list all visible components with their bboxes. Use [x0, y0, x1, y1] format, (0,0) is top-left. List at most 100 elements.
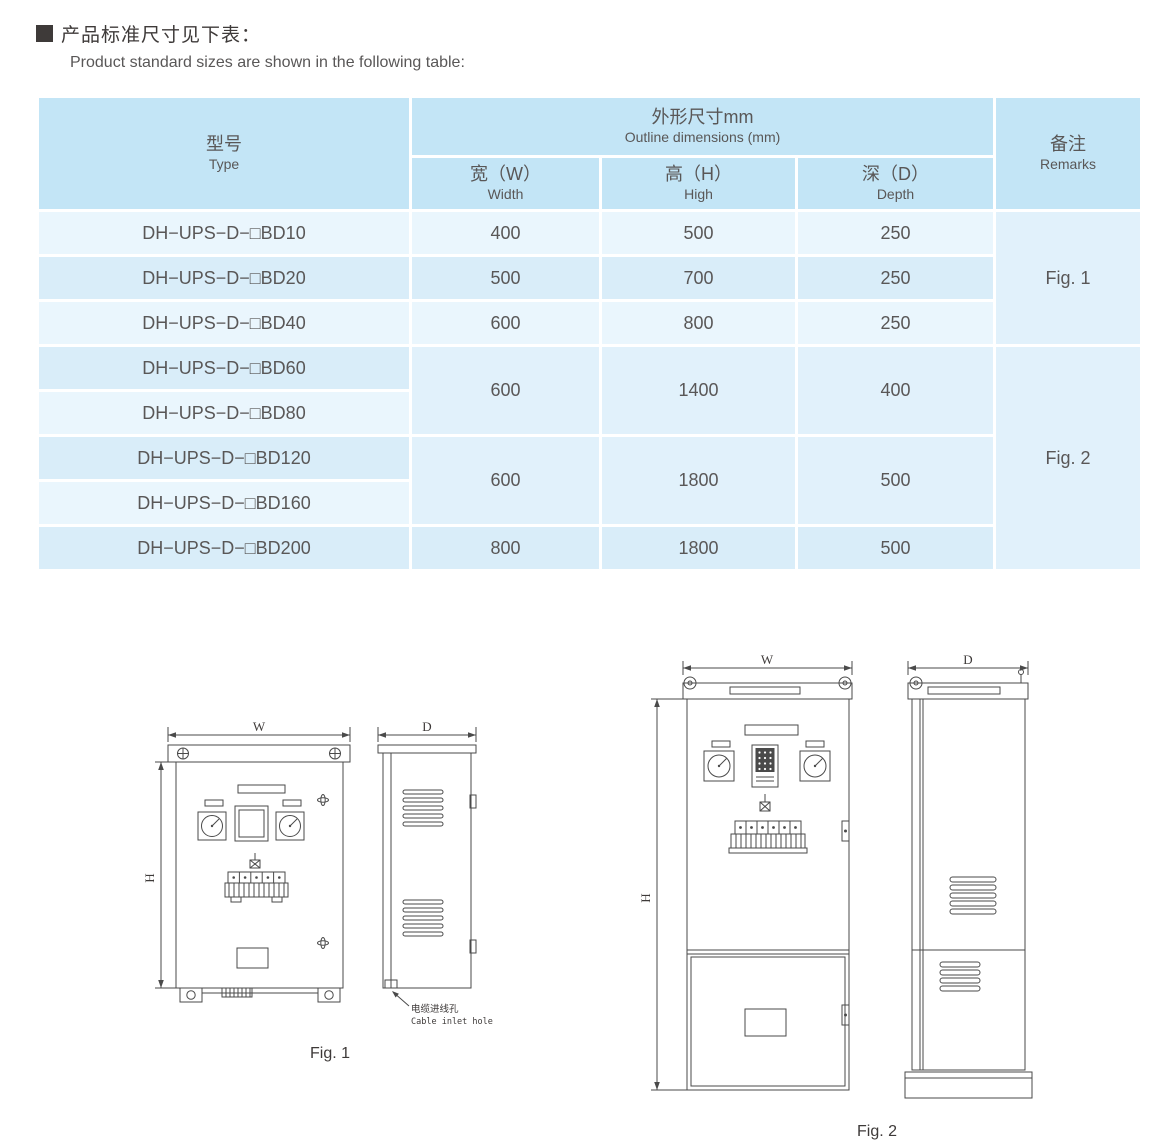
table-row: DH−UPS−D−□BD200 800 1800 500 [36, 524, 1142, 572]
fig1-mounting-feet [179, 987, 341, 1003]
outline-header-en: Outline dimensions (mm) [624, 129, 781, 146]
col-header-outline: 外形尺寸mm Outline dimensions (mm) [409, 95, 996, 158]
col-header-remarks: 备注 Remarks [993, 95, 1143, 212]
fig1-cabinet-body [175, 761, 344, 989]
high-cell: 800 [599, 299, 798, 347]
fig2-side-view: D [904, 652, 1033, 1099]
fig1-w-dim-label: W [253, 719, 266, 734]
fig1-dimension-h: H [142, 761, 176, 989]
table-row: DH−UPS−D−□BD10 400 500 250 Fig. 1 [36, 209, 1143, 347]
section-bullet-icon [36, 25, 53, 42]
fig2-side-hook-icon [1018, 669, 1024, 683]
high-cell: 700 [599, 254, 798, 302]
depth-cell: 250 [795, 299, 996, 347]
col-header-width: 宽（W） Width [409, 155, 602, 212]
fig1-front-view: W H [142, 719, 351, 1003]
fig1-mounting-bracket [167, 744, 351, 763]
remarks-header-zh: 备注 [1050, 134, 1086, 155]
fig2-base-plinth [904, 1071, 1033, 1099]
fig1-side-body [382, 752, 472, 989]
fig1-dimension-w: W [167, 719, 351, 742]
fig2-top-rail-slot [729, 686, 801, 695]
width-header-zh: 宽（W） [470, 164, 541, 185]
fig2-left-meter-icon [703, 740, 735, 782]
model-cell: DH−UPS−D−□BD60 [36, 344, 412, 392]
type-header-zh: 型号 [206, 134, 242, 155]
high-cell: 500 [599, 209, 798, 257]
high-cell-merged: 1400 [599, 344, 798, 437]
fig2-side-rail-slot [927, 686, 1001, 695]
fig1-cable-note-en: Cable inlet hole [411, 1017, 493, 1027]
col-header-depth: 深（D） Depth [795, 155, 996, 212]
fig1-left-meter-icon [197, 799, 227, 841]
fig2-front-view: W H [638, 652, 853, 1091]
model-cell: DH−UPS−D−□BD10 [36, 209, 412, 257]
fig2-h-dim-label: H [638, 893, 653, 902]
fig1-bottom-box [236, 947, 269, 969]
model-cell: DH−UPS−D−□BD40 [36, 299, 412, 347]
table-row: DH−UPS−D−□BD160 [36, 479, 1142, 527]
depth-cell: 250 [795, 209, 996, 257]
fig1-lock-knob-icon [317, 794, 329, 806]
fig2-side-louver-vent-lower [939, 961, 981, 992]
remarks-header-en: Remarks [1039, 156, 1096, 173]
high-header-zh: 高（H） [665, 164, 732, 185]
fig1-cable-inlet-hole [384, 979, 410, 1007]
page-header: 产品标准尺寸见下表： Product standard sizes are sh… [36, 20, 465, 72]
fig2-w-dim-label: W [761, 652, 774, 667]
fig1-top-slot [237, 784, 286, 794]
high-cell: 1800 [599, 524, 798, 572]
width-cell: 600 [409, 299, 602, 347]
width-cell: 800 [409, 524, 602, 572]
model-cell: DH−UPS−D−□BD200 [36, 524, 412, 572]
fig2-ground-symbol-icon [759, 794, 771, 812]
model-cell: DH−UPS−D−□BD160 [36, 479, 412, 527]
fig2-d-dim-label: D [963, 652, 972, 667]
table-row: DH−UPS−D−□BD60 600 1400 400 Fig. 2 [36, 344, 1143, 572]
model-cell: DH−UPS−D−□BD20 [36, 254, 412, 302]
fig1-louver-vent-top [402, 789, 444, 827]
fig1-display-panel [234, 805, 269, 842]
width-cell-merged: 600 [409, 434, 602, 527]
fig2-upper-lock [841, 820, 850, 842]
fig2-technical-drawing: W H [638, 652, 1033, 1140]
depth-cell-merged: 500 [795, 434, 996, 527]
fig1-technical-drawing: W H [142, 719, 493, 1062]
outline-header-zh: 外形尺寸mm [651, 107, 754, 128]
fig2-lower-door [690, 956, 850, 1087]
fig1-cable-note-zh: 电缆进线孔 [411, 1003, 459, 1015]
depth-cell-merged: 400 [795, 344, 996, 437]
depth-header-zh: 深（D） [862, 164, 929, 185]
model-cell: DH−UPS−D−□BD80 [36, 389, 412, 437]
fig1-terminal-block [224, 871, 289, 903]
depth-cell: 500 [795, 524, 996, 572]
fig1-hinge-bottom [469, 939, 477, 954]
fig1-lock-knob-icon [317, 937, 329, 949]
fig1-ground-symbol-icon [249, 853, 261, 869]
fig2-side-louver-vent-upper [949, 876, 997, 915]
fig1-h-dim-label: H [142, 873, 157, 882]
fig2-top-rail [682, 682, 853, 700]
model-cell: DH−UPS−D−□BD120 [36, 434, 412, 482]
fig2-display-panel [751, 744, 779, 788]
col-header-high: 高（H） High [599, 155, 798, 212]
remarks-cell-fig2: Fig. 2 [993, 344, 1143, 572]
fig1-side-view: D 电缆进线孔 Cable inlet hol [377, 719, 493, 1027]
fig1-right-meter-icon [275, 799, 305, 841]
col-header-type: 型号 Type [36, 95, 412, 212]
width-cell: 500 [409, 254, 602, 302]
table-row: DH−UPS−D−□BD120 600 1800 500 [36, 434, 1142, 527]
page-title-en: Product standard sizes are shown in the … [70, 54, 465, 71]
fig1-side-top-flange [377, 744, 477, 754]
table-row: DH−UPS−D−□BD40 600 800 250 [36, 299, 1142, 347]
depth-cell: 250 [795, 254, 996, 302]
fig2-side-top-rail [907, 682, 1029, 700]
width-cell: 400 [409, 209, 602, 257]
depth-header-en: Depth [876, 186, 915, 203]
fig1-caption: Fig. 1 [310, 1045, 350, 1062]
fig2-dimension-h: H [638, 698, 687, 1091]
fig1-louver-vent-middle [402, 899, 444, 937]
fig2-dimension-d: D [907, 652, 1029, 675]
fig2-top-slot [744, 724, 799, 736]
page-title-zh: 产品标准尺寸见下表： [61, 25, 262, 46]
